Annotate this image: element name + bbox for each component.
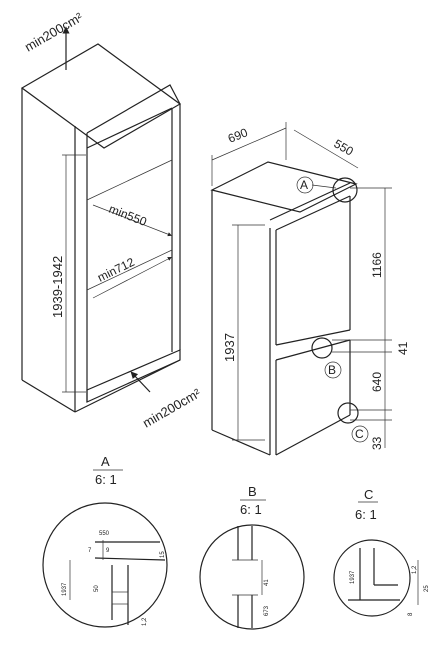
- fridge-depth-label: 550: [332, 136, 357, 158]
- callout-c: C: [355, 427, 364, 441]
- fridge-width-label: 690: [226, 125, 250, 146]
- detail-b: [199, 499, 305, 630]
- detail-a-dim-6: 50: [94, 585, 100, 592]
- fridge-bottom-gap-label: 33: [370, 436, 384, 450]
- niche-width-label: min712: [95, 255, 137, 285]
- fridge-gap-label: 41: [396, 341, 410, 355]
- detail-c-dim-2: 1,2: [412, 565, 418, 574]
- niche-height-label: 1939-1942: [50, 256, 65, 318]
- niche-depth-label: min550: [107, 202, 149, 229]
- niche-drawing: [20, 26, 182, 413]
- detail-c-letter: C: [364, 487, 373, 502]
- detail-b-dim-2: 673: [264, 605, 270, 616]
- detail-a-dim-1: 550: [99, 531, 110, 537]
- detail-b-scale: 6: 1: [240, 502, 262, 517]
- detail-c-dim-4: 8: [408, 612, 414, 616]
- detail-a-scale: 6: 1: [95, 472, 117, 487]
- fridge-lower-height-label: 640: [370, 372, 384, 392]
- detail-a-dim-4: 15: [160, 551, 166, 558]
- detail-c-dim-1: 1937: [350, 570, 356, 584]
- detail-c-scale: 6: 1: [355, 507, 377, 522]
- detail-a-dim-3: 9: [106, 548, 110, 554]
- detail-a-dim-2: 7: [88, 548, 92, 554]
- fridge-drawing: [210, 122, 392, 456]
- detail-b-dim-1: 41: [264, 579, 270, 586]
- detail-c-dim-3: 25: [424, 585, 430, 592]
- detail-a: [42, 469, 168, 628]
- detail-b-letter: B: [248, 484, 257, 499]
- vent-top-label: min200cm²: [22, 9, 86, 54]
- detail-a-letter: A: [101, 454, 110, 469]
- fridge-height-label: 1937: [222, 333, 237, 362]
- callout-b: B: [328, 363, 336, 377]
- detail-c: [333, 501, 419, 617]
- detail-a-dim-7: 1,2: [142, 617, 148, 626]
- fridge-upper-height-label: 1166: [370, 252, 384, 278]
- callout-a: A: [300, 178, 308, 192]
- detail-a-dim-5: 1937: [62, 582, 68, 596]
